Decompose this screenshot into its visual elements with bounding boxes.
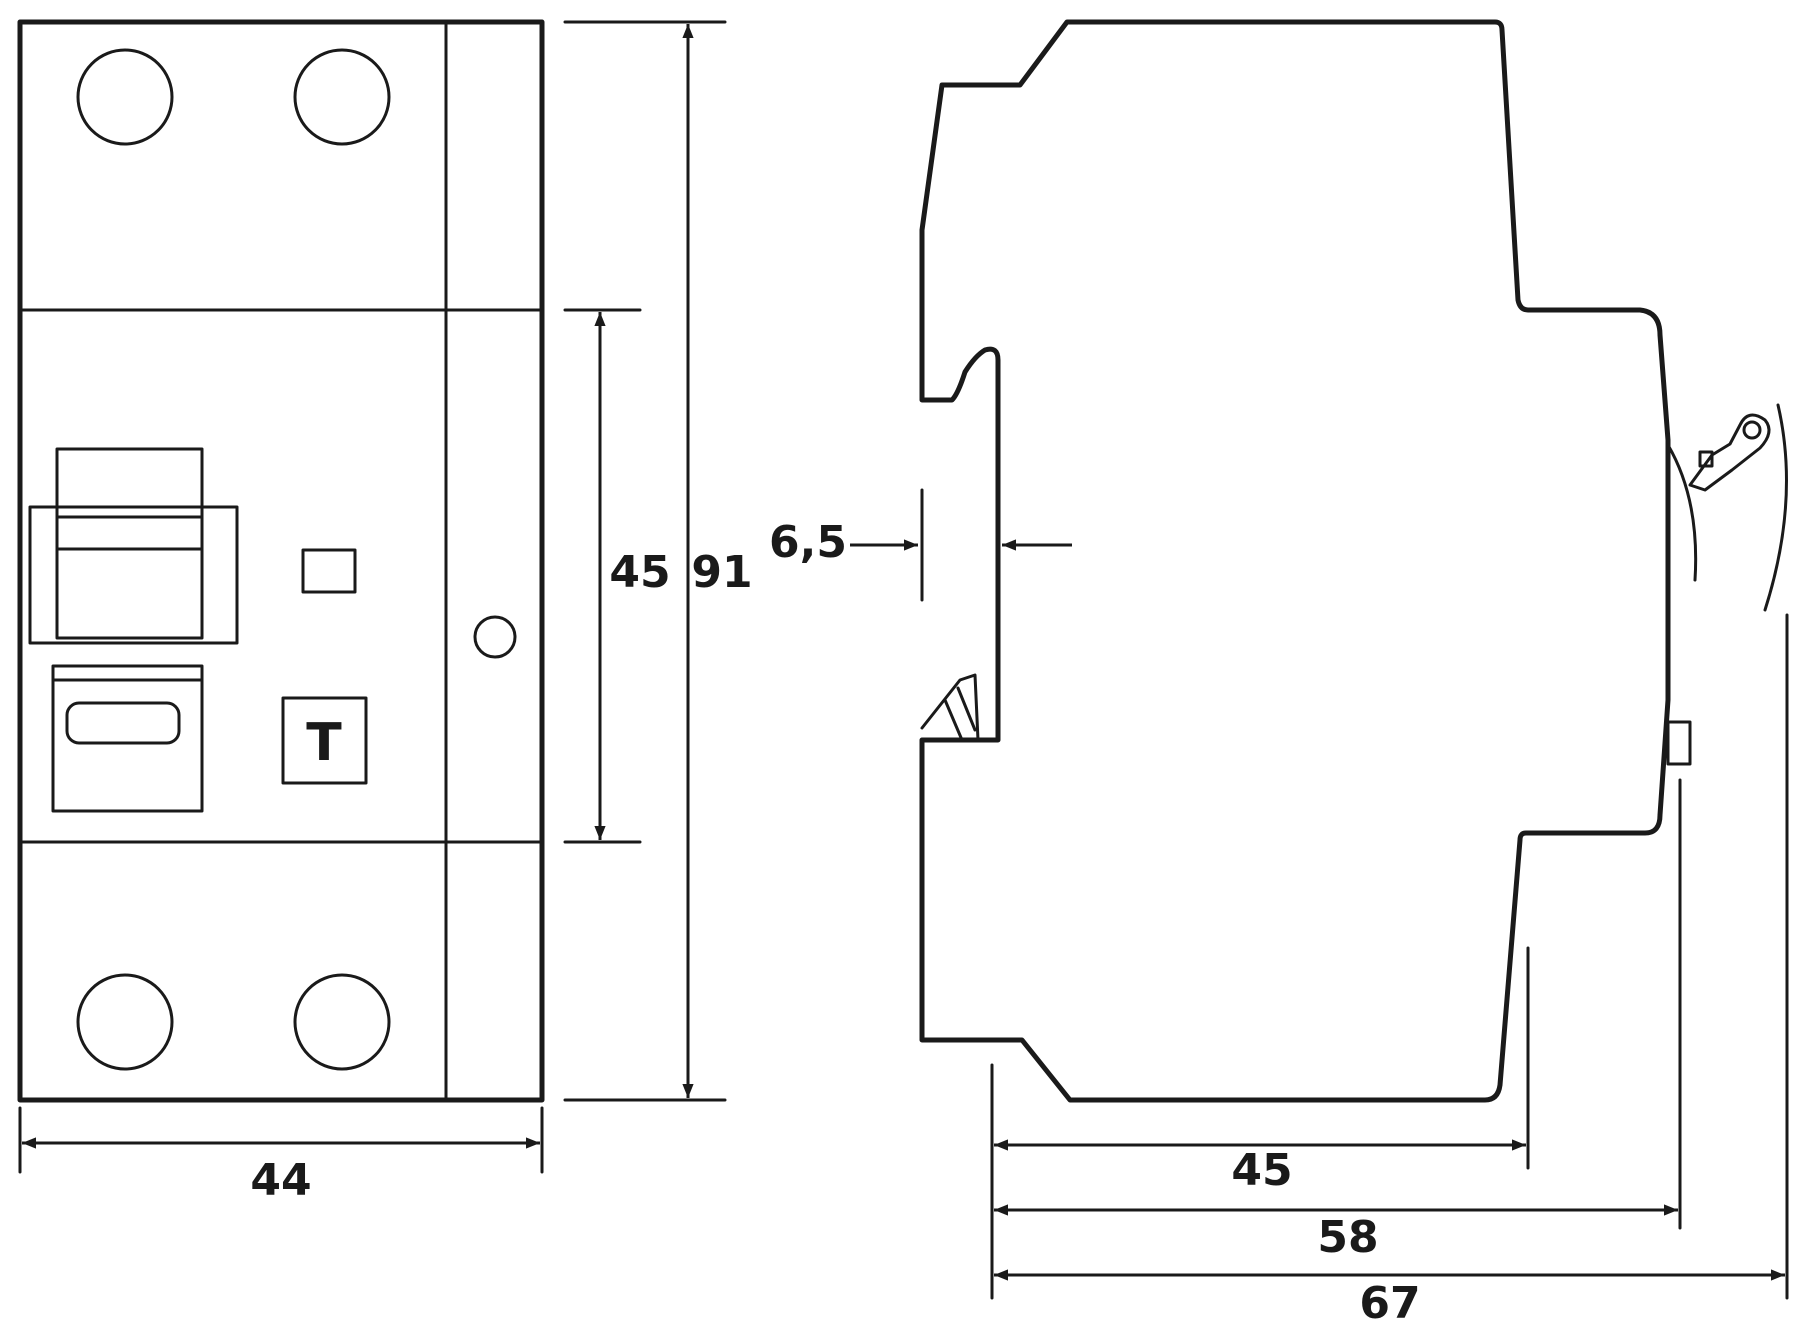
side-test-button [1666, 720, 1692, 766]
terminal-screw-top-right [293, 48, 391, 146]
side-housing-outline [919, 19, 1671, 1103]
rail-clip [920, 358, 1000, 742]
terminal-screw-top-left [76, 48, 174, 146]
test-button-symbol: T [306, 713, 342, 773]
depth-lever-label: 58 [1317, 1212, 1378, 1263]
side-hole [473, 615, 517, 659]
front-view: T [17, 19, 545, 1103]
total-height-label: 91 [691, 547, 752, 598]
terminal-screw-bottom-left [76, 973, 174, 1071]
width-label: 44 [250, 1155, 311, 1206]
side-lever-arc [1763, 403, 1788, 612]
test-button: T [281, 696, 368, 785]
side-toggle-lever [1666, 413, 1771, 582]
dimension-rail-6-5: 6,5 [769, 488, 1072, 602]
depth-body-label: 45 [1231, 1145, 1292, 1196]
dimension-depth-67: 67 [994, 613, 1789, 1329]
dimension-height-45: 45 [563, 308, 671, 844]
indicator-square [301, 548, 357, 594]
side-view [919, 19, 1788, 1103]
dimension-depth-45: 45 [990, 946, 1530, 1300]
depth-total-label: 67 [1359, 1278, 1420, 1329]
front-housing [17, 19, 545, 1103]
toggle-lever [28, 447, 239, 645]
dimension-depth-58: 58 [994, 778, 1682, 1263]
terminal-screw-bottom-right [293, 973, 391, 1071]
dimension-height-91: 91 [563, 20, 753, 1102]
dimension-width-44: 44 [18, 1106, 544, 1206]
module-height-label: 45 [609, 547, 670, 598]
status-window [51, 664, 204, 813]
rail-clip-label: 6,5 [769, 517, 847, 568]
